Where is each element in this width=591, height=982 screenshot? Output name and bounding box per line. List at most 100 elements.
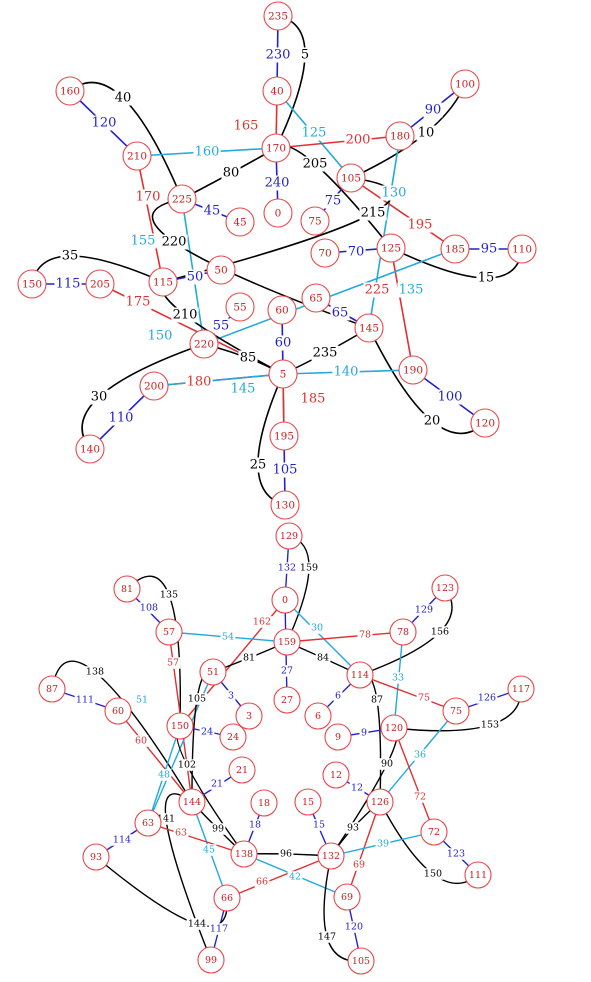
node-label: 3	[246, 711, 252, 722]
node-circle	[17, 269, 47, 299]
node-circle	[230, 840, 258, 868]
edge-170-180	[275, 135, 401, 149]
edge-label-backing	[251, 616, 273, 628]
edge-label-51: 51	[136, 695, 148, 706]
node-label: 75	[308, 216, 321, 228]
node-label: 144	[183, 797, 201, 808]
edge-label-backing	[208, 923, 230, 935]
node-circle	[333, 883, 361, 911]
edge-label-backing	[185, 374, 213, 390]
edge-label-backing	[138, 602, 160, 614]
edge-label-210: 210	[173, 308, 198, 323]
node-label: 45	[233, 217, 246, 229]
edge-label-78: 78	[359, 630, 371, 641]
edge-label-144: 144	[188, 919, 206, 930]
node-circle	[271, 586, 299, 614]
edge-label-backing	[247, 819, 263, 831]
edge-label-backing	[220, 631, 236, 643]
edge-label-backing	[90, 115, 118, 131]
edge-66-93	[95, 856, 228, 927]
node-label: 150	[171, 721, 189, 732]
edge-label-35: 35	[62, 249, 79, 264]
node-105: 105	[347, 947, 375, 975]
edge-label-backing	[238, 350, 258, 366]
node-93: 93	[82, 843, 110, 871]
node-circle	[347, 947, 375, 975]
edge-label-60: 60	[275, 336, 292, 351]
edge-label-backing	[351, 859, 367, 871]
edge-label-84: 84	[317, 653, 329, 664]
node-120: 120	[470, 408, 500, 438]
edge-label-backing	[171, 307, 199, 323]
edge-label-backing	[273, 335, 293, 351]
edge-label-195: 195	[408, 218, 433, 233]
node-label: 235	[268, 11, 288, 23]
node-circle	[507, 234, 537, 264]
edge-label-backing	[479, 719, 501, 731]
edge-label-backing	[276, 562, 298, 574]
edge-label-45: 45	[204, 204, 221, 219]
node-circle	[261, 133, 291, 163]
edge-label-57: 57	[167, 658, 179, 669]
edge-label-backing	[193, 144, 221, 160]
edge-label-185: 185	[301, 392, 326, 407]
edge-label-backing	[413, 604, 435, 616]
node-66: 66	[213, 884, 241, 912]
node-circle	[228, 756, 256, 784]
node-circle	[431, 574, 459, 602]
node-circle	[225, 292, 255, 322]
node-57: 57	[155, 618, 183, 646]
node-label: 190	[403, 365, 423, 377]
edge-label-141: 141	[157, 814, 175, 825]
node-label: 51	[207, 667, 219, 678]
node-label: 210	[127, 151, 147, 163]
node-label: 60	[112, 706, 124, 717]
node-circle	[268, 359, 298, 389]
edge-label-25: 25	[250, 458, 267, 473]
edge-label-70: 70	[348, 245, 365, 260]
node-circle	[250, 789, 278, 817]
edge-label-backing	[202, 203, 222, 219]
edge-label-5: 5	[301, 48, 309, 63]
edge-label-backing	[375, 838, 391, 850]
node-label: 123	[436, 583, 454, 594]
edge-label-backing	[226, 690, 236, 702]
node-label: 145	[359, 323, 379, 335]
node-label: 110	[512, 244, 532, 256]
node-label: 87	[46, 684, 58, 695]
edge-63-138	[147, 822, 245, 855]
edge-label-backing	[271, 462, 299, 478]
edge-label-backing	[309, 622, 325, 634]
node-label: 205	[90, 279, 110, 291]
edge-label-backing	[278, 848, 294, 860]
edge-label-108: 108	[140, 603, 158, 614]
node-label: 27	[281, 695, 293, 706]
edge-label-48: 48	[158, 770, 170, 781]
edge-label-129: 129	[415, 605, 433, 616]
node-circle	[155, 618, 183, 646]
node-label: 12	[330, 770, 342, 781]
edge-label-15: 15	[313, 820, 325, 831]
edge-label-backing	[133, 735, 149, 747]
node-circle	[442, 697, 470, 725]
node-circle	[301, 283, 331, 313]
edge-label-138: 138	[86, 667, 104, 678]
node-label: 69	[341, 892, 353, 903]
edge-label-39: 39	[377, 839, 389, 850]
edge-label-backing	[412, 749, 428, 761]
node-60: 60	[104, 697, 132, 725]
edge-label-backing	[60, 248, 80, 264]
node-circle	[75, 434, 105, 464]
edge-label-backing	[176, 759, 198, 771]
edge-label-220: 220	[162, 235, 187, 250]
edge-label-27: 27	[281, 666, 293, 677]
edge-label-165: 165	[234, 119, 259, 134]
edge-label-backing	[158, 589, 180, 601]
node-100: 100	[450, 69, 480, 99]
edge-label-backing	[74, 694, 96, 706]
node-55: 55	[225, 292, 255, 322]
edge-label-backing	[315, 652, 331, 664]
node-circle	[366, 788, 394, 816]
edge-label-backing	[173, 827, 189, 839]
